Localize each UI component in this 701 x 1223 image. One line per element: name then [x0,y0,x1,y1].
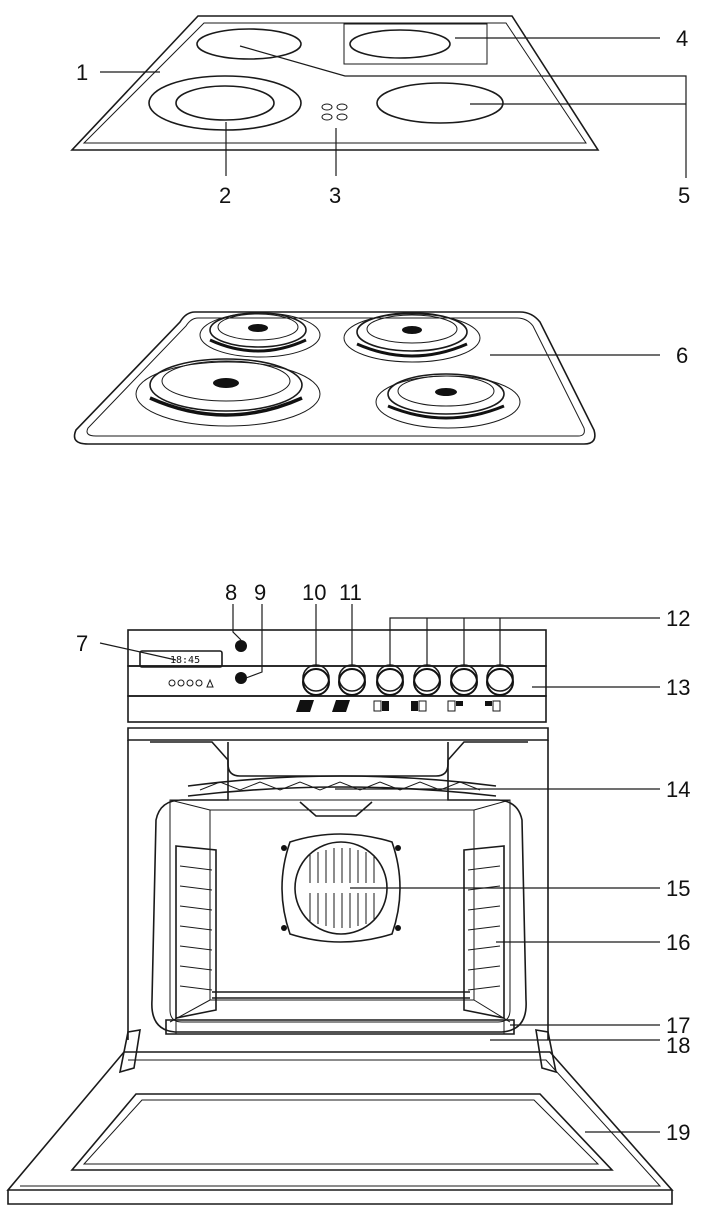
callout-8: 8 [225,580,237,605]
door-hinge-left [118,1029,141,1074]
solid-plate-hob [73,311,596,445]
callout-17: 17 [666,1013,690,1038]
callout-10: 10 [302,580,326,605]
knob-strip [127,665,547,697]
cooking-zone-front-left-outer [148,75,302,131]
hob-control-knob-4[interactable] [486,664,514,696]
hotplate-front-left [135,358,321,427]
clock-button-upper[interactable] [235,640,247,652]
residual-heat-indicator [321,103,348,121]
callout-2: 2 [219,183,231,208]
callout-9: 9 [254,580,266,605]
cooking-zone-front-right [376,82,504,124]
callout-5: 5 [678,183,690,208]
callout-4: 4 [676,26,688,51]
callout-11: 11 [339,580,362,605]
hotplate-front-right [375,373,521,429]
handle-strip [127,695,547,723]
hob-control-knob-3[interactable] [450,664,478,696]
clock-button-lower[interactable] [235,672,247,684]
oven-cavity-opening [150,741,528,1033]
oven-temperature-knob[interactable] [338,664,366,696]
ceramic-hob [70,15,600,151]
solid-plate-hob-outline [73,311,596,445]
shelf-runner-left [175,845,217,1019]
callout-labels: 1 2 3 4 5 6 7 8 9 10 11 12 13 14 15 16 1… [76,26,690,1145]
oven-leader-lines [99,604,660,1133]
bottom-heating-element [212,991,470,999]
callout-16: 16 [666,930,690,955]
ceramic-hob-inner-edge [82,22,587,144]
knob-symbols [296,700,501,712]
callout-18: 18 [666,1033,690,1058]
oven-top-vent [227,742,449,777]
hotplate-rear-left [199,312,321,358]
cooking-zone-front-left-inner [175,85,275,121]
door-hinge-right [535,1029,558,1074]
clock-function-symbols [168,678,214,688]
oven-function-knob[interactable] [302,664,330,696]
callout-13: 13 [666,675,690,700]
callout-19: 19 [666,1120,690,1145]
hob-control-knob-1[interactable] [376,664,404,696]
callout-7: 7 [76,631,88,656]
grill-element [187,775,497,817]
hob-control-knob-2[interactable] [413,664,441,696]
oven-body-left-side [127,740,549,1040]
cooking-zone-rear-left [196,28,302,60]
solid-plate-hob-inner-edge [86,317,585,437]
oven-front-frame [127,727,549,741]
oven: 18:45 [6,629,674,1205]
callout-3: 3 [329,183,341,208]
callout-14: 14 [666,777,690,802]
oven-shelf [165,1019,515,1035]
callout-12: 12 [666,606,690,631]
cooking-zone-rear-right [349,29,451,59]
ceramic-hob-outline [70,15,600,151]
clock-display: 18:45 [170,655,200,666]
hotplate-rear-right [343,312,481,363]
oven-cavity-inner [169,799,511,1023]
control-panel: 18:45 [127,629,547,723]
hob-leader-lines [100,37,687,178]
clock-display-window [139,650,223,668]
door-glass-panel [70,1093,614,1171]
callout-1: 1 [76,60,88,85]
cooking-zone-marking-frame [343,23,488,65]
callout-15: 15 [666,876,690,901]
oven-door [6,1051,674,1205]
callout-6: 6 [676,343,688,368]
